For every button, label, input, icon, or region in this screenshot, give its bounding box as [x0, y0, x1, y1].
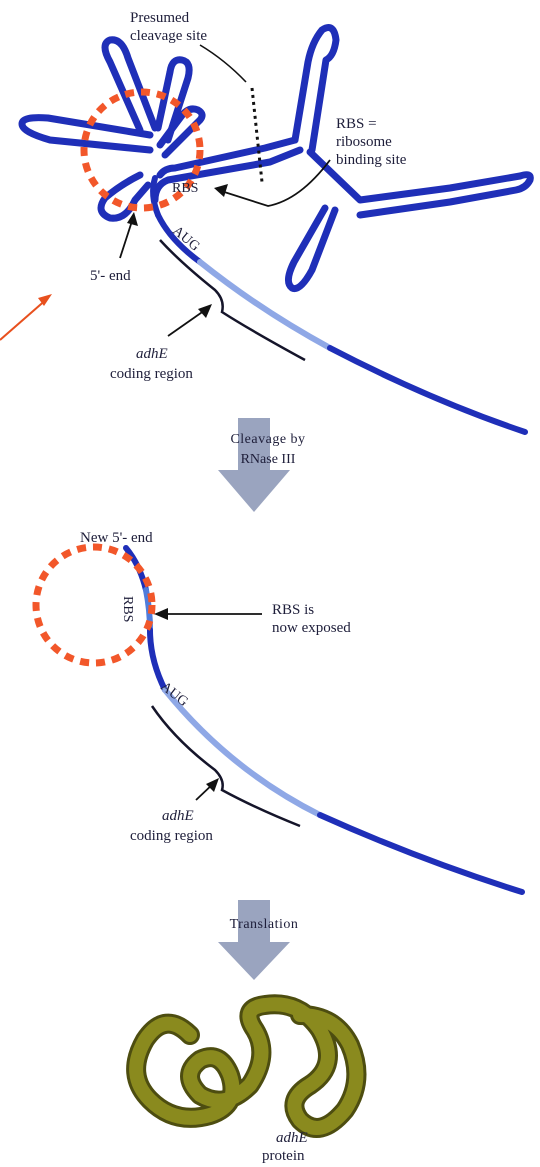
cleavage-site-label-line1: Presumed: [130, 10, 190, 26]
right-upper-stem-loop: [156, 105, 206, 159]
protein-fill: [129, 997, 364, 1135]
cleavage-site-pointer: [199, 44, 247, 83]
cleavage-site-label-line2: cleavage site: [130, 28, 207, 44]
cleavage-step-label-line1: Cleavage by: [230, 432, 305, 447]
translation-process-arrow: [218, 900, 290, 980]
mid-rbs-label: RBS: [120, 596, 135, 622]
top-highlight-circle: [80, 88, 204, 212]
right-domain-stem-return: [156, 136, 299, 179]
top-mrna-tail: [150, 175, 528, 435]
small-stem-loop: [97, 171, 152, 222]
protein-label: protein: [262, 1148, 305, 1164]
upper-stem-loop: [154, 56, 193, 144]
lower-stem-loop: [285, 204, 339, 293]
orange-pointer-arrow: [0, 297, 49, 341]
protein-gene-label: adhE: [276, 1130, 308, 1146]
top-coding-region-label: coding region: [110, 366, 193, 382]
top-labels: Presumed cleavage site RBS = ribosome bi…: [90, 10, 407, 382]
top-coding-segment: [197, 259, 333, 351]
top-coding-arrowhead: [198, 304, 212, 318]
top-aug-segment: [155, 212, 203, 265]
middle-labels: New 5'- end RBS RBS is now exposed AUG a…: [80, 530, 351, 844]
cleavage-step-label-line2: RNase III: [241, 452, 296, 467]
left-stem-loop: [18, 114, 154, 154]
five-prime-label: 5'- end: [90, 268, 131, 284]
adhe-protein-coil: [126, 994, 367, 1138]
folded-mrna-structure: [18, 24, 534, 293]
rbs-definition-line2: ribosome: [336, 134, 392, 150]
top-rbs-pointer: [217, 159, 331, 207]
mid-coding-region-label: coding region: [130, 828, 213, 844]
mid-coding-arrowhead: [206, 778, 219, 792]
cleavage-process-arrow: [218, 418, 290, 512]
cleavage-site-dotted-line: [250, 87, 264, 183]
rbs-definition-line1: RBS =: [336, 116, 377, 132]
rbs-exposed-label-line2: now exposed: [272, 620, 351, 636]
top-rbs-segment: [150, 175, 161, 218]
right-horizontal-stem-loop: [306, 148, 534, 219]
new-five-prime-label: New 5'- end: [80, 530, 153, 546]
mid-downstream-segment: [317, 812, 525, 895]
mid-coding-bracket: [150, 705, 301, 828]
five-prime-pointer: [119, 217, 134, 259]
five-prime-arrowhead: [127, 212, 138, 226]
mid-aug-segment: [147, 627, 168, 693]
translation-step-label: Translation: [230, 917, 299, 932]
cleaved-mrna: [123, 545, 525, 895]
rbs-definition-line3: binding site: [336, 152, 407, 168]
rbs-exposed-arrowhead: [154, 608, 168, 620]
rbs-exposed-label-line1: RBS is: [272, 602, 314, 618]
top-coding-bracket: [159, 239, 306, 362]
top-rbs-label: RBS: [172, 181, 198, 196]
top-coding-gene-label: adhE: [136, 346, 168, 362]
upper-left-stem-loop: [101, 36, 159, 134]
orange-pointer-arrowhead: [38, 294, 52, 306]
mid-coding-segment: [162, 687, 323, 818]
top-downstream-segment: [327, 345, 528, 435]
tall-stem-loop: [291, 24, 340, 154]
mid-coding-gene-label: adhE: [162, 808, 194, 824]
top-rbs-arrowhead: [214, 184, 228, 197]
mid-highlight-circle: [32, 543, 156, 667]
